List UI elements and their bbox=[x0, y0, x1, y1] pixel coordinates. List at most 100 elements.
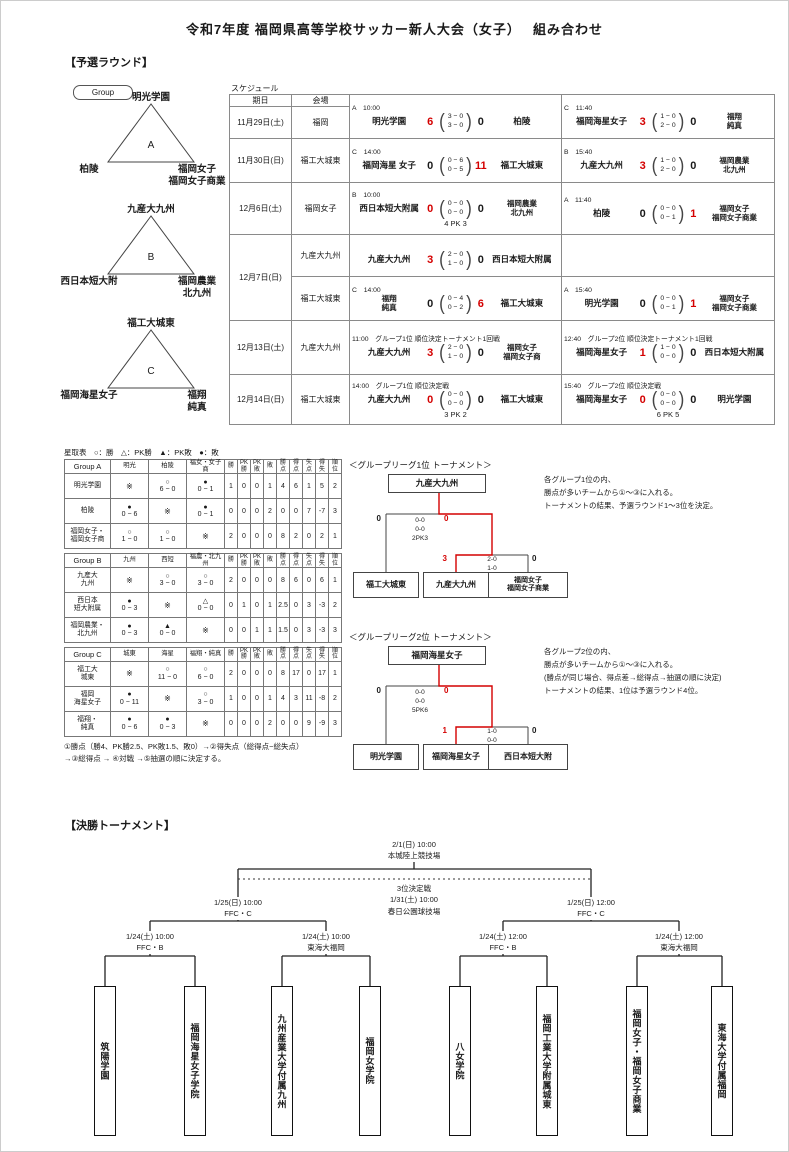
away-team-name: 福岡農業北九州 bbox=[506, 198, 537, 217]
group-c-triangle: C bbox=[106, 328, 196, 395]
result-score: 1 − 0 bbox=[121, 536, 138, 544]
schedule-date: 12月14日(日) bbox=[229, 374, 292, 425]
paren-open: ( bbox=[651, 292, 658, 315]
bracket-team-5: 八女学院 bbox=[449, 986, 471, 1136]
standings-team: 柏陵 bbox=[64, 498, 111, 525]
paren-open: ( bbox=[651, 387, 658, 411]
stat-header: 勝 bbox=[224, 552, 238, 569]
result-symbol: ● bbox=[203, 478, 208, 486]
result-symbol: ● bbox=[127, 690, 132, 698]
stat-value: 1 bbox=[263, 473, 277, 500]
stat-value: 2 bbox=[263, 498, 277, 525]
stat-header: PK敗 bbox=[250, 458, 264, 475]
home-team-name: 柏陵 bbox=[593, 208, 611, 219]
mini-bracket-team: 西日本短大附 bbox=[488, 744, 568, 770]
paren-open: ( bbox=[651, 154, 658, 177]
away-team-name: 福岡女子福岡女子商業 bbox=[711, 204, 757, 222]
opponent-header: 西短 bbox=[148, 552, 187, 569]
standings-team: 福岡女子・福岡女子商 bbox=[64, 523, 111, 550]
home-score: 3 bbox=[639, 160, 646, 172]
mini-bracket-1: ＜グループリーグ1位 トーナメント＞九産大九州福工大城東九産大九州福岡女子福岡女… bbox=[341, 459, 788, 631]
stat-value: 6 bbox=[289, 567, 303, 594]
stat-header: 勝 bbox=[224, 647, 238, 662]
final-right-score: 0 bbox=[444, 686, 449, 695]
paren-close: ) bbox=[466, 248, 472, 271]
home-score: 0 bbox=[427, 160, 434, 172]
home-score: 0 bbox=[639, 393, 646, 406]
group-team-left: 西日本短大附 bbox=[60, 276, 118, 287]
paren-close: ) bbox=[678, 387, 685, 411]
stat-value: 0 bbox=[224, 498, 238, 525]
stat-value: 6 bbox=[289, 473, 303, 500]
home-team-name: 福岡海星 女子 bbox=[362, 160, 416, 171]
stat-value: 2 bbox=[328, 473, 342, 500]
result-cell: ○1 − 0 bbox=[148, 523, 187, 550]
away-score: 1 bbox=[690, 208, 697, 220]
opponent-header: 九州 bbox=[110, 552, 149, 569]
stat-header: PK敗 bbox=[250, 647, 264, 662]
result-score: 3 − 0 bbox=[159, 580, 176, 588]
home-team-name: 福岡海星女子 bbox=[576, 393, 628, 404]
stat-header: 得失 bbox=[315, 647, 329, 662]
paren-close: ) bbox=[466, 292, 472, 315]
stat-header: PK勝 bbox=[237, 458, 251, 475]
home-team-name: 福岡海星女子 bbox=[576, 116, 628, 127]
stat-value: 2 bbox=[224, 660, 238, 687]
stat-header: 得点 bbox=[289, 647, 303, 662]
stat-value: 0 bbox=[224, 592, 238, 619]
final-left-score: 0 bbox=[376, 686, 381, 695]
home-team-name: 福岡海星女子 bbox=[576, 347, 628, 358]
standings-team: 西日本短大附属 bbox=[64, 592, 111, 619]
stat-value: 8 bbox=[276, 660, 290, 687]
result-cell: ※ bbox=[148, 592, 187, 619]
paren-open: ( bbox=[439, 292, 445, 315]
stat-value: 2 bbox=[289, 523, 303, 550]
result-symbol: ○ bbox=[203, 665, 208, 673]
result-cell: ○11 − 0 bbox=[148, 660, 187, 687]
result-cell: ○1 − 0 bbox=[110, 523, 149, 550]
result-score: 0 − 1 bbox=[197, 511, 214, 519]
standings-team: 福岡海星女子 bbox=[64, 685, 111, 712]
away-score: 6 bbox=[477, 298, 484, 310]
stat-value: 3 bbox=[302, 617, 316, 644]
semi-left-score: 3 bbox=[442, 554, 447, 563]
stat-value: 1 bbox=[224, 685, 238, 712]
final-right-score: 0 bbox=[444, 514, 449, 523]
schedule-date: 12月7日(日) bbox=[229, 234, 292, 321]
stat-value: 3 bbox=[302, 592, 316, 619]
result-cell: ○6 − 0 bbox=[148, 473, 187, 500]
paren-close: ) bbox=[678, 341, 685, 364]
standings-team: 明光学園 bbox=[64, 473, 111, 500]
away-score: 0 bbox=[690, 160, 697, 172]
result-cell: ●0 − 3 bbox=[148, 710, 187, 737]
home-score: 3 bbox=[427, 347, 434, 359]
match-header: A 11:40 bbox=[564, 197, 592, 204]
stat-value: 1 bbox=[328, 660, 342, 687]
paren-open: ( bbox=[651, 110, 658, 133]
stat-value: 0 bbox=[250, 660, 264, 687]
result-cell: ※ bbox=[148, 685, 187, 712]
result-cell: ○3 − 0 bbox=[186, 567, 225, 594]
paren-close: ) bbox=[466, 154, 472, 177]
stat-value: 0 bbox=[250, 710, 264, 737]
paren-open: ( bbox=[439, 196, 445, 220]
result-symbol: ● bbox=[127, 597, 132, 605]
schedule-venue: 福工大城東 bbox=[291, 374, 350, 425]
away-score: 0 bbox=[477, 116, 484, 128]
